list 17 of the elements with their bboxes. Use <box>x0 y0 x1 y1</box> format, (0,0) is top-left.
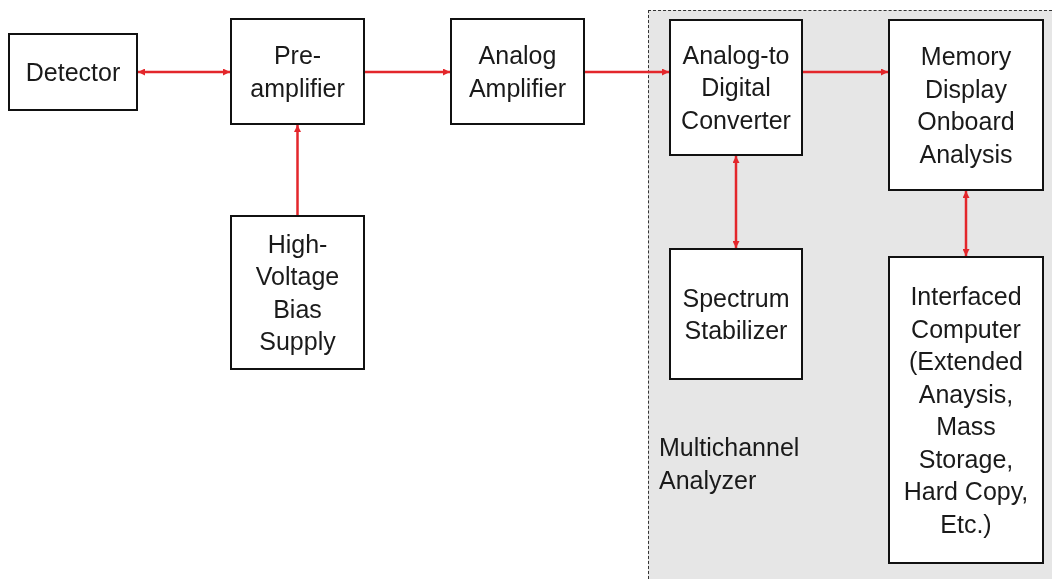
arrow <box>585 68 669 76</box>
process-box: Interfaced Computer (Extended Anaysis, Mass Storage, Hard Copy, Etc.) <box>888 256 1044 564</box>
arrow <box>732 156 740 248</box>
group-panel <box>648 10 1052 579</box>
process-box: High- Voltage Bias Supply <box>230 215 365 370</box>
process-box: Detector <box>8 33 138 111</box>
arrow <box>294 125 301 215</box>
arrow <box>138 68 230 76</box>
process-box: Analog-to Digital Converter <box>669 19 803 156</box>
process-box: Analog Amplifier <box>450 18 585 125</box>
process-box: Memory Display Onboard Analysis <box>888 19 1044 191</box>
arrow <box>365 68 450 76</box>
group-label: Multichannel Analyzer <box>659 432 801 496</box>
arrow <box>803 68 888 76</box>
process-box: Spectrum Stabilizer <box>669 248 803 380</box>
arrow <box>962 191 970 256</box>
process-box: Pre- amplifier <box>230 18 365 125</box>
